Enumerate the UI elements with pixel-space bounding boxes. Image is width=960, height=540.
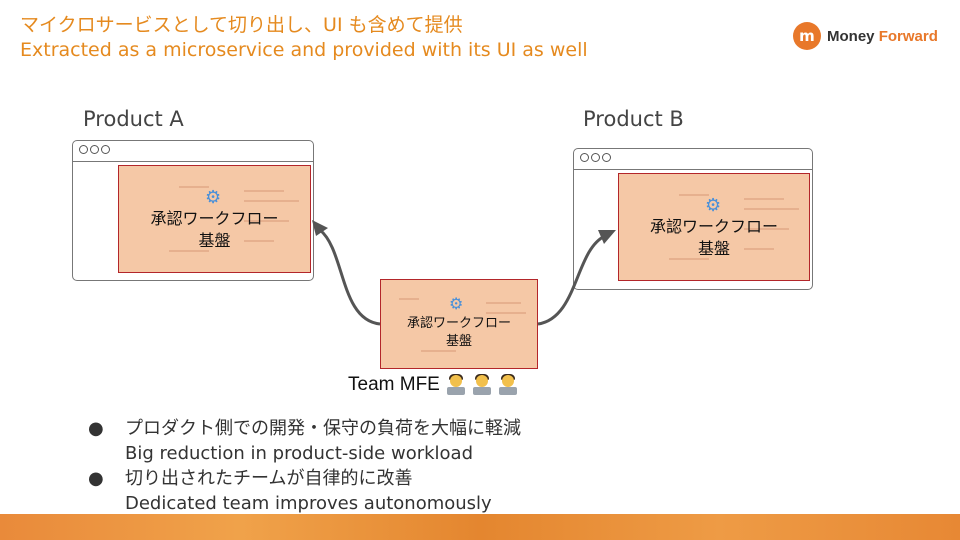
window-dot-icon — [602, 153, 611, 162]
gear-icon: ⚙ — [205, 187, 222, 208]
bullet-text-ja: プロダクト側での開発・保守の負荷を大幅に軽減 — [125, 418, 521, 439]
window-controls — [79, 145, 110, 154]
approval-workflow-panel-shared: ⚙ 承認ワークフロー 基盤 — [380, 279, 538, 369]
bullet-text-en: Dedicated team improves autonomously — [125, 493, 492, 514]
window-dot-icon — [580, 153, 589, 162]
developer-avatar-icon — [472, 374, 492, 396]
gear-icon: ⚙ — [705, 195, 722, 216]
panel-label-line1: 承認ワークフロー — [150, 209, 279, 228]
page-title-en: Extracted as a microservice and provided… — [20, 39, 588, 61]
bullet-icon: ● — [88, 468, 104, 489]
bullet-icon: ● — [88, 418, 104, 439]
window-dot-icon — [79, 145, 88, 154]
panel-label-line2: 基盤 — [697, 238, 730, 258]
panel-label: 承認ワークフロー 基盤 — [619, 216, 809, 259]
window-dot-icon — [90, 145, 99, 154]
arrow-to-product-a — [318, 228, 381, 326]
bullet-text-en: Big reduction in product-side workload — [125, 443, 473, 464]
benefit-list: ● プロダクト側での開発・保守の負荷を大幅に軽減 Big reduction i… — [88, 416, 521, 516]
team-mfe: Team MFE — [348, 374, 518, 396]
logo-text: Money Forward — [827, 28, 938, 45]
logo-mark-icon: m — [793, 22, 821, 50]
money-forward-logo: m Money Forward — [793, 22, 938, 50]
approval-workflow-panel-a: ⚙ 承認ワークフロー 基盤 — [118, 165, 311, 273]
panel-label: 承認ワークフロー 基盤 — [119, 208, 310, 251]
panel-label: 承認ワークフロー 基盤 — [381, 315, 537, 350]
product-b-window: ⚙ 承認ワークフロー 基盤 — [573, 148, 813, 290]
approval-workflow-panel-b: ⚙ 承認ワークフロー 基盤 — [618, 173, 810, 281]
gear-icon: ⚙ — [449, 294, 464, 313]
window-titlebar — [73, 141, 313, 162]
logo-word-forward: Forward — [878, 27, 938, 45]
panel-label-line2: 基盤 — [445, 333, 472, 349]
developer-avatar-icon — [498, 374, 518, 396]
page-title-ja: マイクロサービスとして切り出し、UI も含めて提供 — [20, 14, 463, 36]
window-dot-icon — [101, 145, 110, 154]
product-a-label: Product A — [83, 107, 184, 131]
window-dot-icon — [591, 153, 600, 162]
logo-word-money: Money — [827, 27, 875, 45]
window-controls — [580, 153, 611, 162]
product-b-label: Product B — [583, 107, 684, 131]
panel-label-line1: 承認ワークフロー — [649, 217, 778, 236]
footer-band — [0, 514, 960, 540]
window-titlebar — [574, 149, 812, 170]
team-label: Team MFE — [348, 374, 440, 395]
list-item: ● プロダクト側での開発・保守の負荷を大幅に軽減 Big reduction i… — [88, 416, 521, 466]
panel-label-line2: 基盤 — [198, 230, 231, 250]
bullet-text-ja: 切り出されたチームが自律的に改善 — [125, 468, 413, 489]
product-a-window: ⚙ 承認ワークフロー 基盤 — [72, 140, 314, 281]
list-item: ● 切り出されたチームが自律的に改善 Dedicated team improv… — [88, 466, 521, 516]
developer-avatar-icon — [446, 374, 466, 396]
arrowhead-a — [312, 220, 328, 236]
panel-label-line1: 承認ワークフロー — [406, 316, 511, 331]
